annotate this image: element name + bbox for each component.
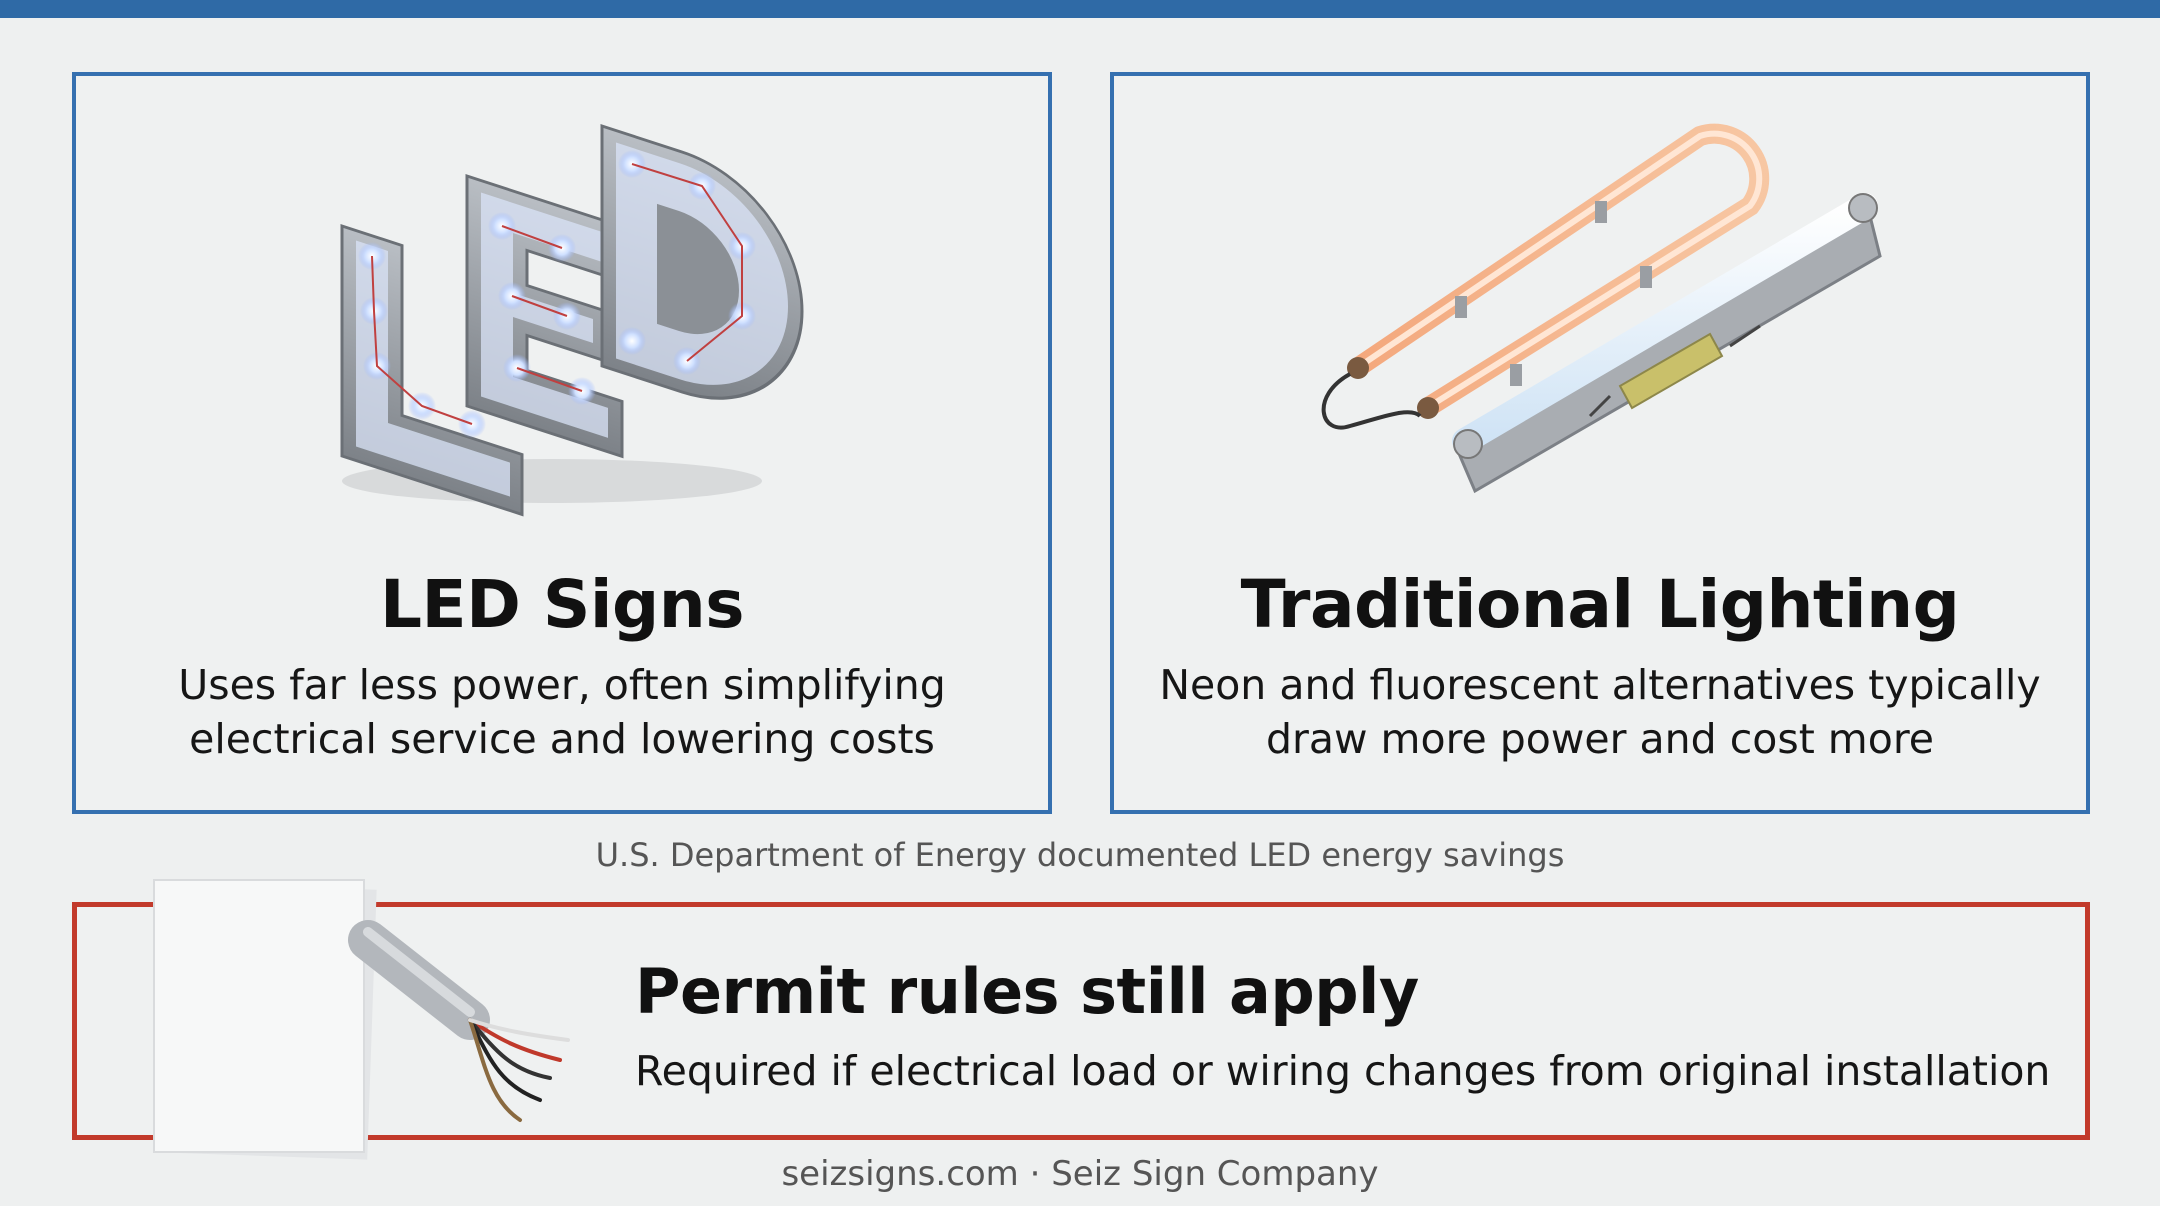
permit-paper-and-cable-icon [153,879,570,1160]
led-signs-line-2: electrical service and lowering costs [189,715,935,763]
footer-credit: seizsigns.com · Seiz Sign Company [781,1154,1379,1194]
led-signs-card: LED Signs Uses far less power, often sim… [72,72,1052,814]
led-signs-line-1: Uses far less power, often simplifying [178,661,946,709]
top-accent-bar [0,0,2160,18]
traditional-lighting-title: Traditional Lighting [1240,566,1960,643]
led-channel-letters-icon [76,76,1048,546]
source-note: U.S. Department of Energy documented LED… [595,836,1565,874]
neon-fluorescent-tube-icon [1114,76,2086,546]
traditional-lighting-line-1: Neon and fluorescent alternatives typica… [1159,661,2041,709]
traditional-lighting-line-2: draw more power and cost more [1265,715,1935,763]
permit-banner: Permit rules still apply Required if ele… [72,902,2090,1140]
led-signs-title: LED Signs [379,566,745,643]
traditional-lighting-card: Traditional Lighting Neon and fluorescen… [1110,72,2090,814]
permit-description: Required if electrical load or wiring ch… [635,1047,2051,1095]
led-signs-description: Uses far less power, often simplifying e… [116,658,1008,766]
permit-title: Permit rules still apply [635,955,1419,1028]
traditional-lighting-description: Neon and fluorescent alternatives typica… [1154,658,2046,766]
